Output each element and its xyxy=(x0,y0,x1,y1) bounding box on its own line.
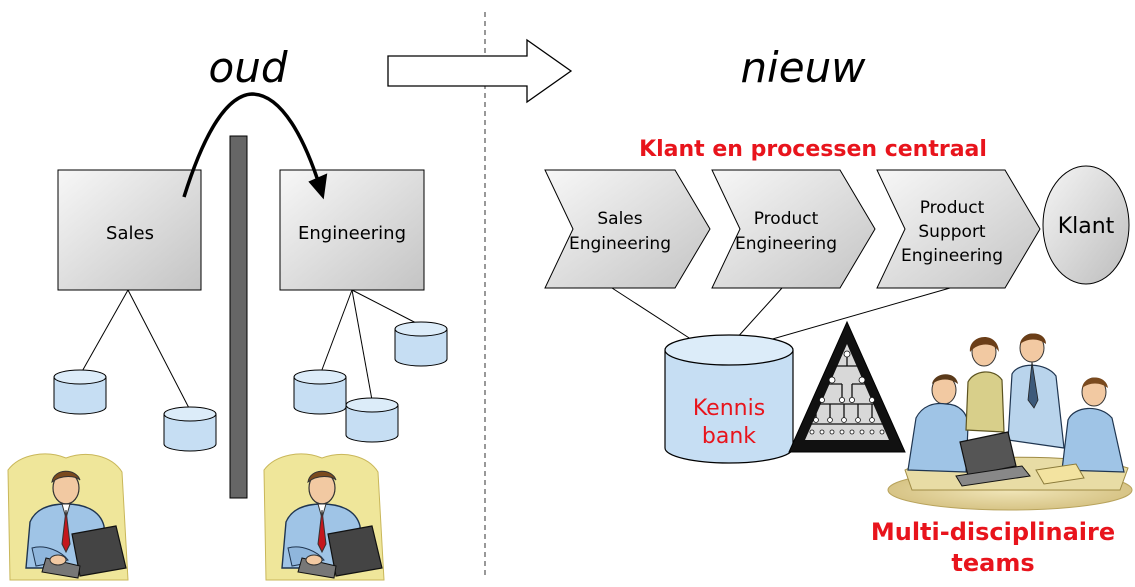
sales-database-1 xyxy=(53,369,107,415)
step-1-line-2: Engineering xyxy=(569,234,671,254)
engineering-box xyxy=(279,169,425,291)
transition-arrow-icon xyxy=(387,38,573,104)
knowledge-base-line-2: bank xyxy=(702,424,756,449)
new-heading: nieuw xyxy=(740,43,866,92)
step-3-line-1: Product xyxy=(920,198,985,218)
process-step-product-engineering xyxy=(711,169,876,289)
team-meeting-clipart xyxy=(887,333,1133,511)
customer-ellipse xyxy=(1042,165,1130,285)
office-worker-clipart-left xyxy=(7,453,129,581)
curved-arrow-head xyxy=(308,173,328,200)
step-3-line-3: Engineering xyxy=(901,246,1003,266)
sales-database-2 xyxy=(163,406,217,452)
engineering-database-2 xyxy=(345,397,399,443)
knowledge-base-line-1: Kennis xyxy=(693,396,765,421)
office-worker-clipart-right xyxy=(263,453,385,581)
sales-label: Sales xyxy=(106,223,154,244)
old-heading: oud xyxy=(209,43,288,92)
engineering-database-1 xyxy=(293,369,347,415)
step-2-line-1: Product xyxy=(754,209,819,229)
knowledge-base-connectors xyxy=(611,287,951,346)
curved-arrow-icon xyxy=(182,92,322,198)
process-step-sales-engineering xyxy=(544,169,711,289)
subtitle: Klant en processen centraal xyxy=(639,137,987,162)
teams-label-line-1: Multi-disciplinaire xyxy=(871,518,1115,546)
teams-label-line-2: teams xyxy=(951,549,1034,577)
sales-box xyxy=(57,169,202,291)
sales-connectors xyxy=(79,289,191,411)
step-1-line-1: Sales xyxy=(597,209,642,229)
customer-label: Klant xyxy=(1058,214,1115,239)
step-2-line-2: Engineering xyxy=(735,234,837,254)
process-step-product-support-engineering xyxy=(876,169,1041,289)
engineering-label: Engineering xyxy=(298,223,406,244)
engineering-database-3 xyxy=(394,321,448,367)
knowledge-base-cylinder xyxy=(664,334,794,464)
hierarchy-pyramid-icon xyxy=(788,320,906,453)
silo-wall xyxy=(229,135,248,499)
step-3-line-2: Support xyxy=(918,222,986,242)
engineering-connectors xyxy=(319,289,421,401)
